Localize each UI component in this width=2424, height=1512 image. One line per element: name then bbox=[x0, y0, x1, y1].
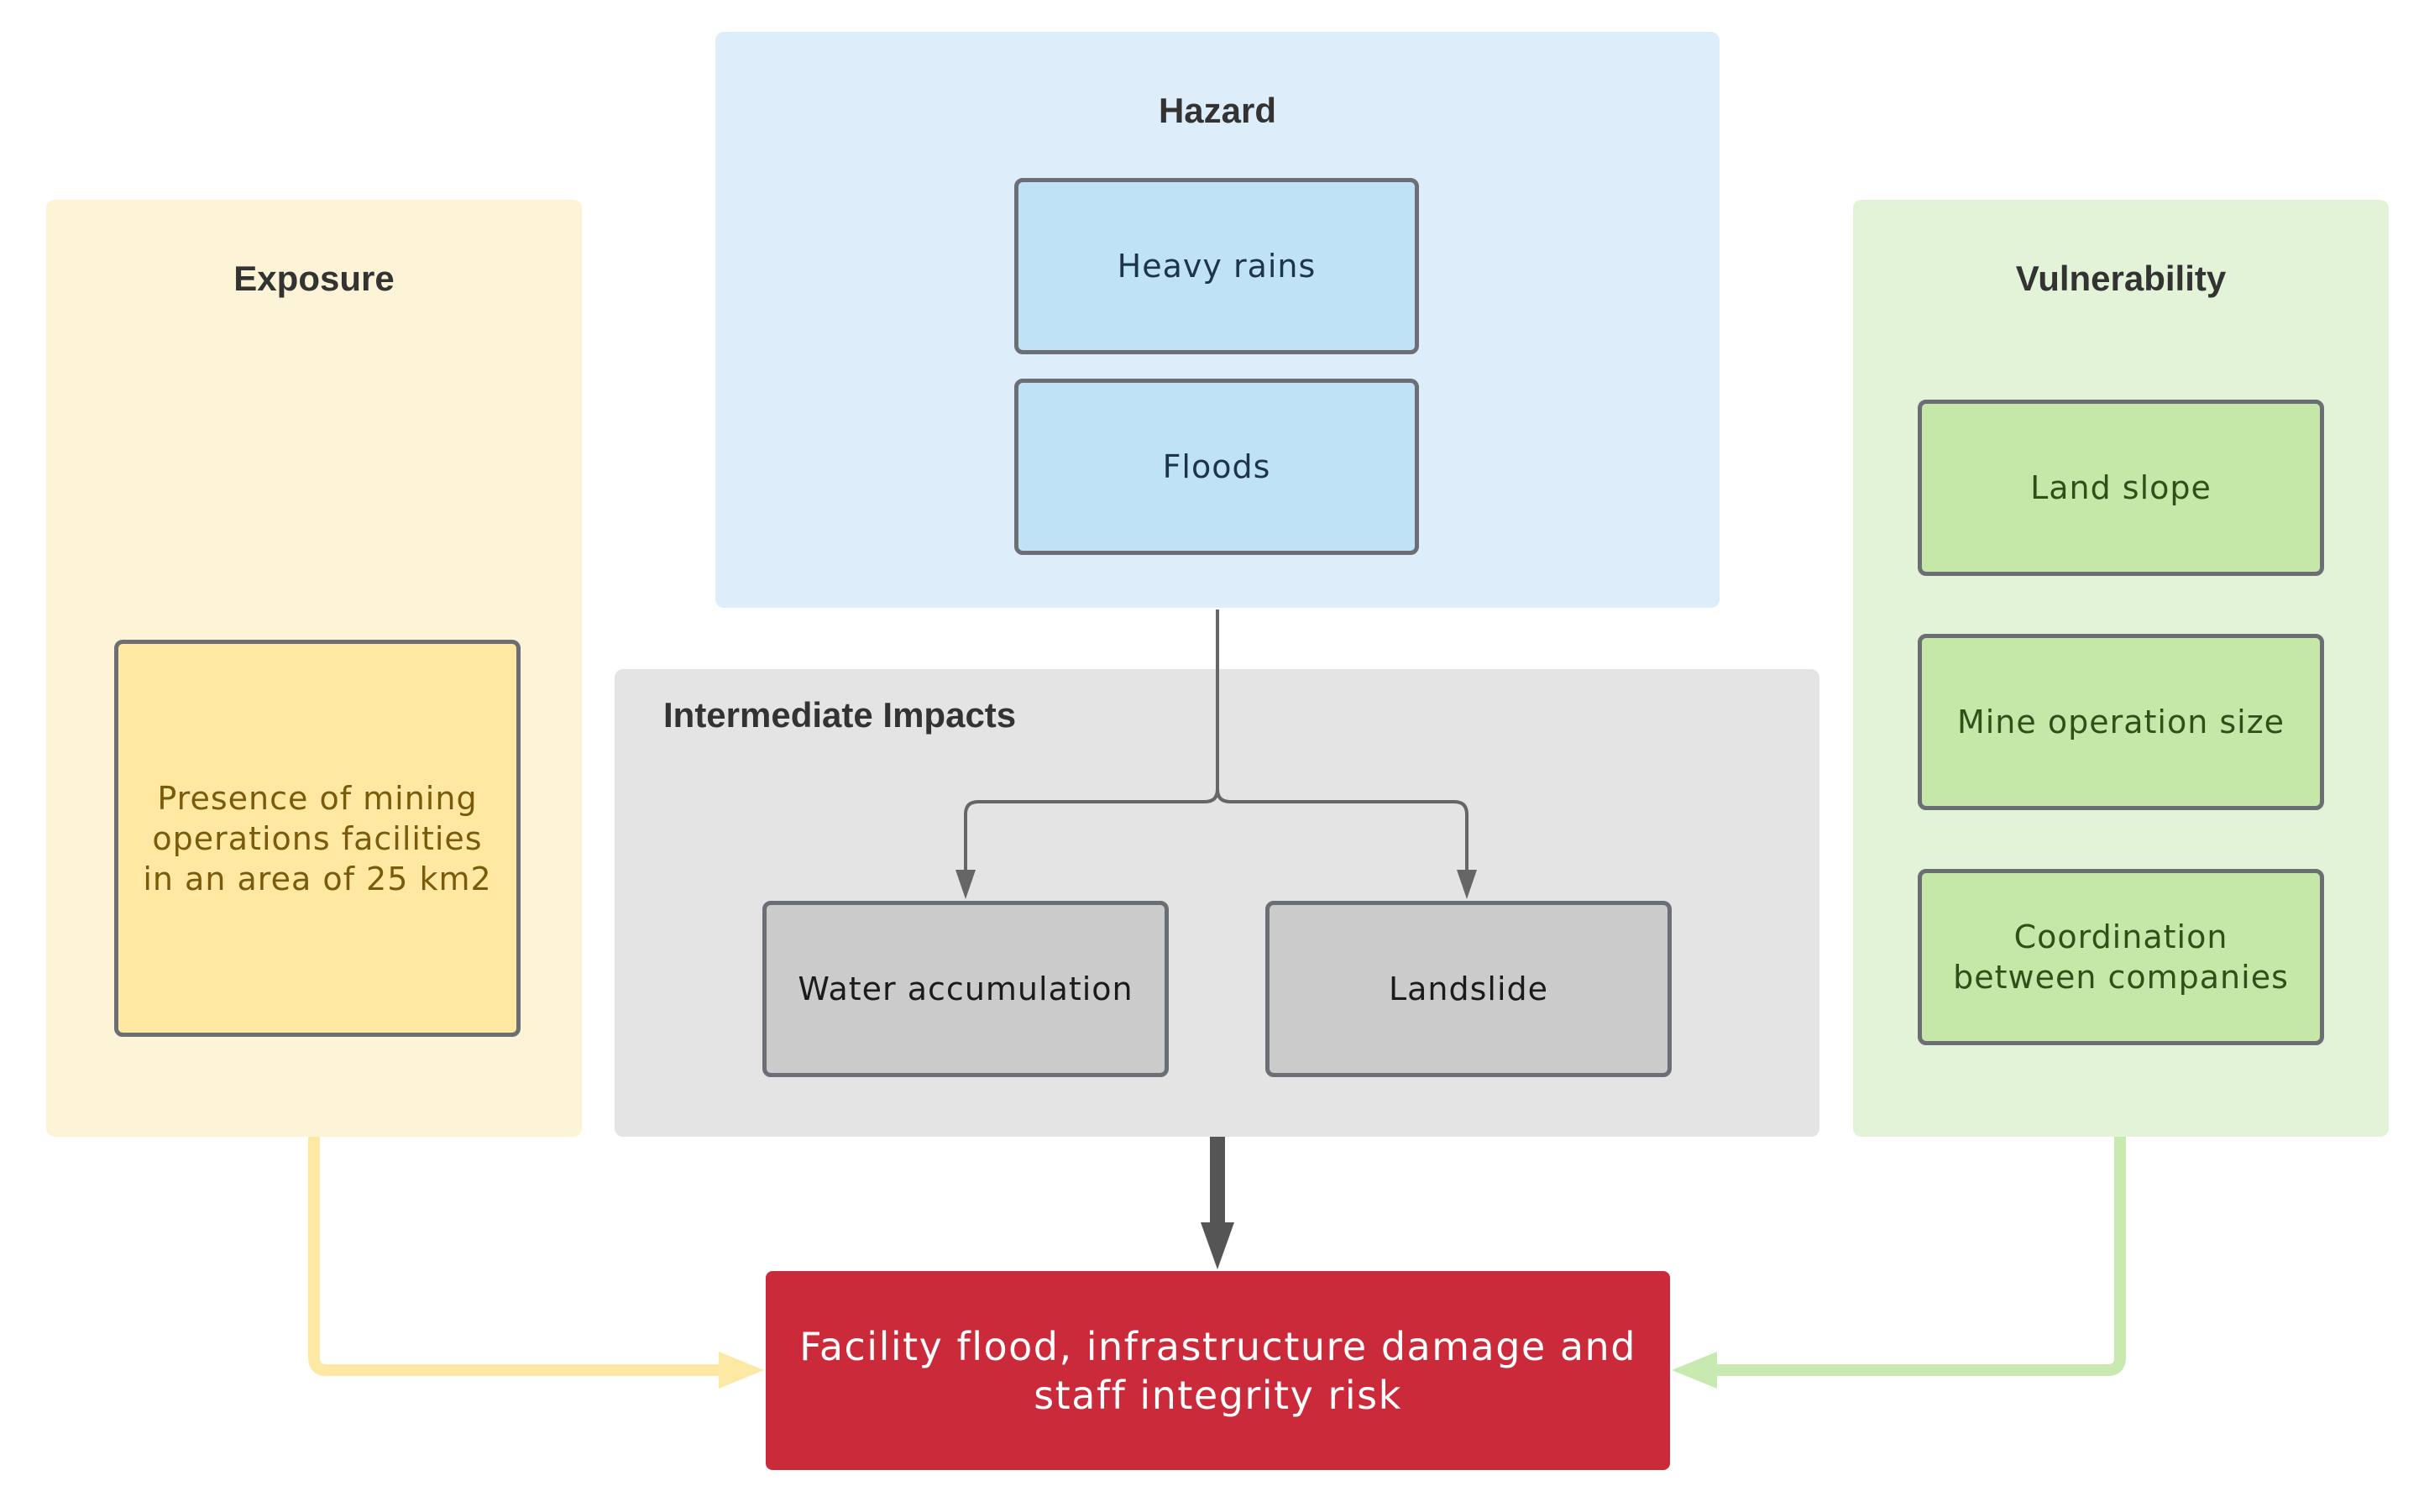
coordination-node: Coordination between companies bbox=[1918, 869, 2324, 1045]
arrowhead-landslide bbox=[1457, 870, 1477, 899]
mine-operation-size-node: Mine operation size bbox=[1918, 634, 2324, 810]
vulnerability-to-outcome-connector bbox=[1712, 1137, 2126, 1376]
hazard-title: Hazard bbox=[1158, 91, 1277, 130]
vulnerability-arrowhead bbox=[1672, 1352, 1717, 1389]
impacts-to-outcome-shaft bbox=[1210, 1137, 1225, 1227]
exposure-to-outcome-connector bbox=[308, 1137, 724, 1376]
impacts-to-outcome-arrowhead bbox=[1201, 1222, 1234, 1269]
intermediate-impacts-title: Intermediate Impacts bbox=[663, 695, 1017, 735]
hazard-to-impacts-connector bbox=[964, 610, 1219, 873]
outcome-node: Facility flood, infrastructure damage an… bbox=[766, 1271, 1670, 1470]
heavy-rains-node: Heavy rains bbox=[1014, 178, 1419, 354]
land-slope-node: Land slope bbox=[1918, 400, 2324, 576]
hazard-to-landslide-connector bbox=[1216, 788, 1469, 873]
mining-facilities-node: Presence of mining operations facilities… bbox=[114, 640, 521, 1037]
floods-node: Floods bbox=[1014, 379, 1419, 555]
vulnerability-title: Vulnerability bbox=[2015, 259, 2227, 298]
water-accumulation-node: Water accumulation bbox=[762, 901, 1169, 1077]
landslide-node: Landslide bbox=[1265, 901, 1672, 1077]
exposure-arrowhead bbox=[719, 1352, 764, 1389]
arrowhead-water-accumulation bbox=[955, 870, 976, 899]
exposure-title: Exposure bbox=[233, 259, 395, 298]
